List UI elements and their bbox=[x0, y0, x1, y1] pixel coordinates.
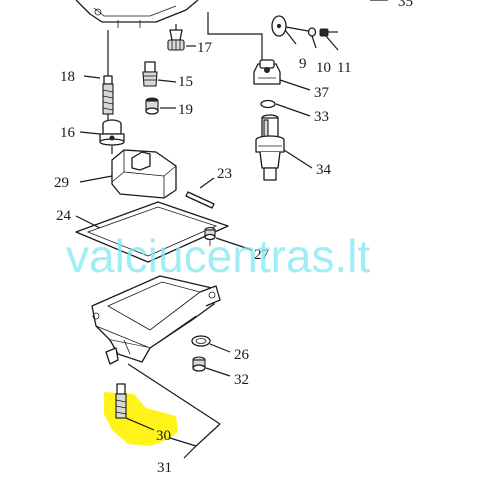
part-37-valve bbox=[253, 59, 311, 91]
label-11: 11 bbox=[337, 60, 351, 76]
part-29-float bbox=[79, 149, 177, 199]
label-35: 35 bbox=[398, 0, 413, 10]
label-24: 24 bbox=[56, 208, 72, 224]
part-30-jet bbox=[115, 383, 155, 431]
part-15-jet bbox=[142, 61, 177, 87]
label-32: 32 bbox=[234, 372, 249, 388]
label-29: 29 bbox=[54, 175, 69, 191]
label-10: 10 bbox=[316, 60, 331, 76]
label-27: 27 bbox=[254, 247, 270, 263]
part-19-jet bbox=[145, 97, 176, 115]
label-31: 31 bbox=[157, 460, 172, 476]
callout-31-bracket bbox=[127, 363, 221, 459]
watermark: valciucentras.lt bbox=[66, 230, 370, 282]
label-16: 16 bbox=[60, 125, 76, 141]
float-bowl bbox=[91, 275, 221, 365]
part-27-screw bbox=[204, 226, 253, 251]
part-18-emulsion-tube bbox=[83, 75, 114, 120]
label-34: 34 bbox=[316, 162, 332, 178]
label-37: 37 bbox=[314, 85, 330, 101]
label-19: 19 bbox=[178, 102, 193, 118]
part-34-plunger bbox=[255, 114, 313, 181]
label-18: 18 bbox=[60, 69, 75, 85]
part-17-jet bbox=[167, 29, 196, 51]
label-9: 9 bbox=[299, 56, 307, 72]
part-26-o-ring bbox=[191, 335, 231, 353]
label-17: 17 bbox=[197, 40, 213, 56]
part-24-gasket bbox=[75, 201, 229, 263]
label-23: 23 bbox=[217, 166, 232, 182]
label-30: 30 bbox=[156, 428, 171, 444]
part-33-o-ring bbox=[260, 99, 311, 117]
label-26: 26 bbox=[234, 347, 250, 363]
part-32-screw bbox=[192, 356, 231, 377]
part-23-pin bbox=[185, 177, 215, 209]
label-33: 33 bbox=[314, 109, 329, 125]
part-16-holder bbox=[79, 119, 125, 154]
part-9-diaphragm bbox=[271, 15, 309, 45]
label-15: 15 bbox=[178, 74, 193, 90]
part-11-screw bbox=[319, 28, 339, 51]
carburetor-body-top bbox=[75, 0, 199, 28]
callout-lines-top bbox=[107, 0, 388, 76]
part-10-washer bbox=[307, 27, 317, 49]
